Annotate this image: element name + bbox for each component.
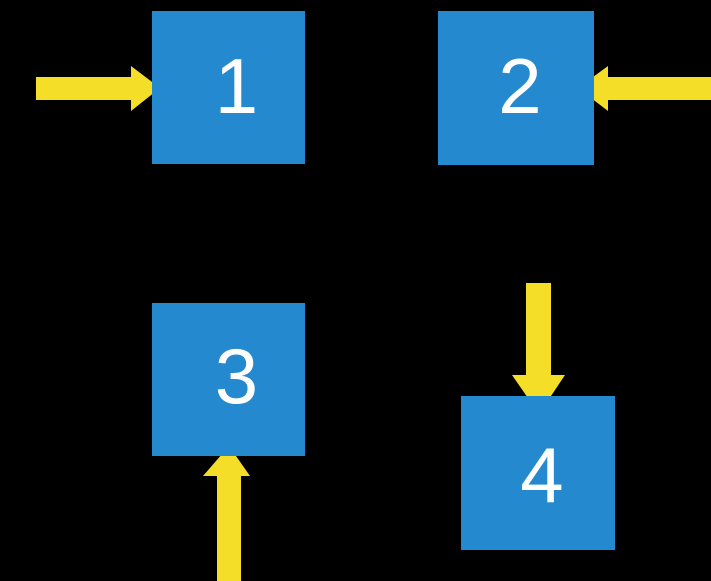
node-box-2-label: 2 (498, 42, 542, 130)
arrow-right-shape (36, 66, 160, 111)
node-box-4[interactable]: 4 (461, 396, 615, 550)
node-box-3-label: 3 (214, 331, 259, 420)
node-box-3[interactable]: 3 (152, 303, 305, 456)
arrow-right-tip-overlay-shape (36, 66, 160, 111)
arrow-left-shape (578, 66, 711, 111)
arrow-down-tip-overlay-shape (512, 283, 565, 414)
node-box-4-label: 4 (520, 431, 564, 519)
arrow-up-shape (203, 446, 250, 581)
arrow-down-shape (512, 283, 565, 414)
arrow-up-tip-overlay-shape (203, 446, 250, 581)
node-box-2[interactable]: 2 (438, 11, 594, 165)
arrow-left-tip-overlay-shape (578, 66, 711, 111)
node-box-1[interactable]: 1 (152, 11, 305, 164)
node-box-1-label: 1 (214, 41, 259, 130)
